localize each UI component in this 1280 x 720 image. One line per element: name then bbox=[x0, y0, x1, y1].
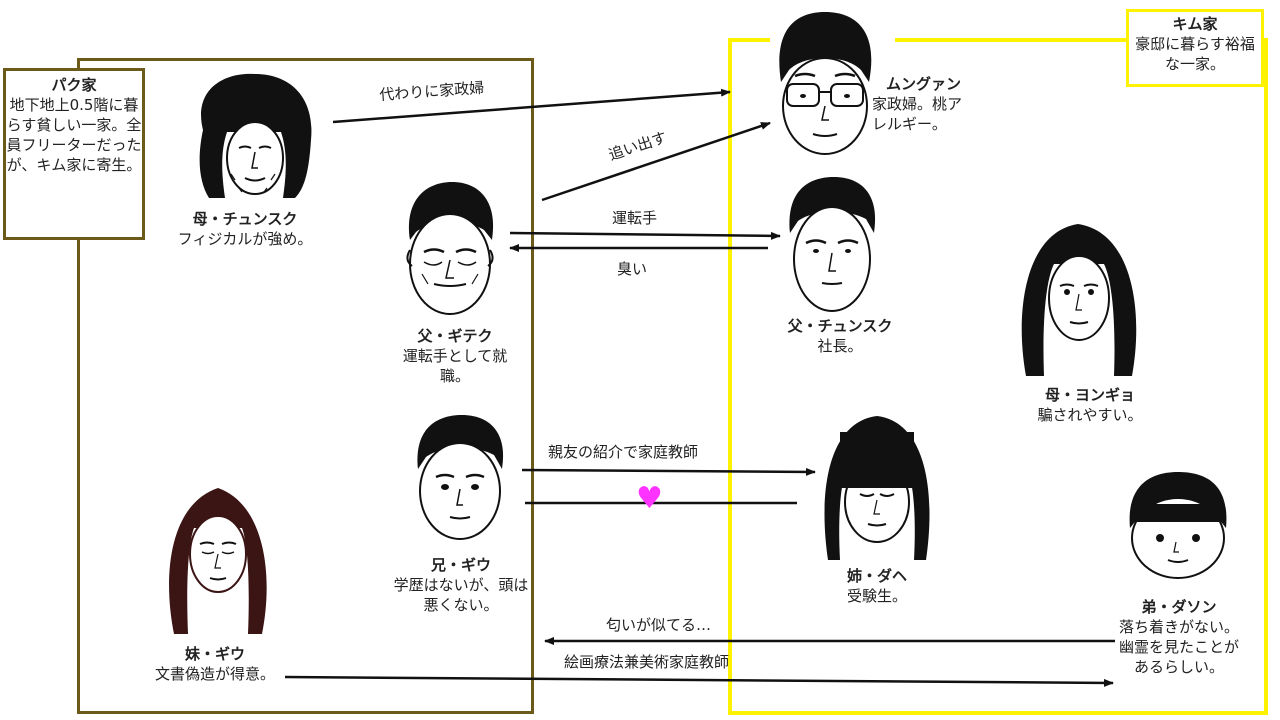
kim-family-desc: 豪邸に暮らす裕福な一家。 bbox=[1135, 35, 1255, 73]
moongwang-portrait bbox=[779, 12, 872, 155]
kim-family-box bbox=[728, 38, 1268, 715]
person-mother-chungsook: 母・チュンスク フィジカルが強め。 bbox=[170, 209, 320, 249]
heart-icon: ♥ bbox=[636, 481, 663, 516]
edge-label-tutor: 親友の紹介で家庭教師 bbox=[548, 443, 699, 461]
edge-label-smelly: 臭い bbox=[617, 260, 648, 278]
park-family-title: パク家 bbox=[51, 76, 97, 94]
person-sister-gijung: 妹・ギウ 文書偽造が得意。 bbox=[150, 644, 280, 684]
person-desc: 社長。 bbox=[817, 337, 863, 355]
person-desc: 受験生。 bbox=[846, 587, 907, 605]
park-family-label: パク家 地下地上0.5階に暮らす貧しい一家。全員フリーターだったが、キム家に寄生… bbox=[3, 68, 145, 240]
father-kim-portrait bbox=[789, 177, 876, 312]
person-father-kim: 父・チュンスク 社長。 bbox=[770, 316, 910, 356]
person-brother-dasong: 弟・ダソン 落ち着きがない。幽霊を見たことがあるらしい。 bbox=[1116, 597, 1242, 677]
kim-family-label: キム家 豪邸に暮らす裕福な一家。 bbox=[1126, 9, 1264, 87]
person-name: 弟・ダソン bbox=[1141, 598, 1217, 616]
person-name: 母・チュンスク bbox=[192, 210, 298, 228]
person-desc: 運転手として就職。 bbox=[402, 347, 508, 385]
edge-label-kick-out: 追い出す bbox=[606, 128, 670, 164]
person-desc: 落ち着きがない。幽霊を見たことがあるらしい。 bbox=[1118, 618, 1239, 676]
person-father-gitaek: 父・ギテク 運転手として就職。 bbox=[390, 326, 520, 386]
brother-dasong-portrait bbox=[1129, 472, 1227, 579]
person-name: 母・ヨンギョ bbox=[1044, 386, 1135, 404]
person-mother-yeonkyo: 母・ヨンギョ 騙されやすい。 bbox=[1020, 385, 1160, 425]
edge-label-driver: 運転手 bbox=[612, 209, 658, 227]
sister-dahye-portrait bbox=[824, 416, 930, 560]
person-desc: フィジカルが強め。 bbox=[177, 230, 313, 248]
person-name: ムングァン bbox=[886, 75, 962, 93]
person-name: 父・チュンスク bbox=[787, 317, 893, 335]
person-brother-giwoo: 兄・ギウ 学歴はないが、頭は悪くない。 bbox=[392, 555, 530, 615]
park-family-desc: 地下地上0.5階に暮らす貧しい一家。全員フリーターだったが、キム家に寄生。 bbox=[6, 96, 142, 174]
person-sister-dahye: 姉・ダヘ 受験生。 bbox=[820, 566, 934, 606]
person-desc: 家政婦。桃アレルギー。 bbox=[872, 95, 963, 133]
mother-yeonkyo-portrait bbox=[1021, 224, 1137, 376]
park-family-box bbox=[77, 58, 534, 714]
edge-label-art-therapy: 絵画療法兼美術家庭教師 bbox=[564, 653, 730, 671]
mother-chungsook-portrait bbox=[199, 73, 312, 198]
person-name: 妹・ギウ bbox=[184, 645, 245, 663]
edge-label-smell-same: 匂いが似てる… bbox=[606, 616, 712, 634]
father-gitaek-portrait bbox=[406, 182, 494, 315]
person-name: 姉・ダヘ bbox=[846, 567, 907, 585]
person-desc: 文書偽造が得意。 bbox=[155, 665, 276, 683]
kim-family-title: キム家 bbox=[1172, 15, 1218, 33]
person-name: 父・ギテク bbox=[417, 327, 493, 345]
person-desc: 騙されやすい。 bbox=[1037, 406, 1143, 424]
brother-giwoo-portrait bbox=[417, 415, 504, 540]
person-name: 兄・ギウ bbox=[430, 556, 491, 574]
person-desc: 学歴はないが、頭は悪くない。 bbox=[393, 576, 529, 614]
sister-gijung-portrait bbox=[169, 488, 267, 634]
person-moongwang: ムングァン 家政婦。桃アレルギー。 bbox=[872, 74, 972, 134]
